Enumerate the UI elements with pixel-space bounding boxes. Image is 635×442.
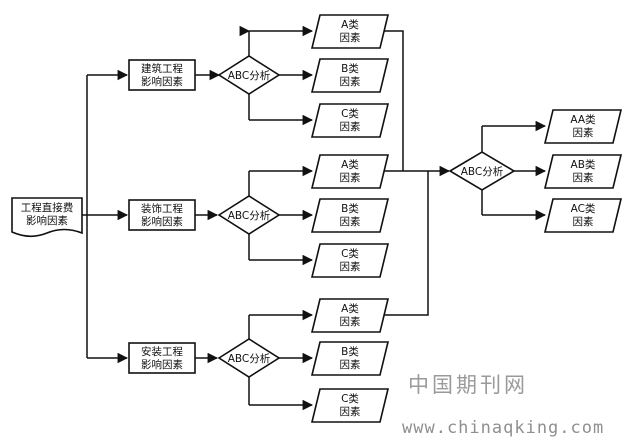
watermark: 中国期刊网 www.chinaqking.com	[402, 373, 604, 438]
category-node-installation: 安装工程 影响因素	[128, 342, 196, 374]
category-label-line1: 安装工程	[141, 345, 183, 358]
class-label-line2: 因素	[340, 405, 361, 418]
abc-decision-1: ABC分析	[217, 55, 281, 95]
result-label-line1: AA类	[570, 113, 596, 126]
watermark-url: www.chinaqking.com	[402, 418, 604, 438]
class-label-line1: A类	[341, 158, 359, 171]
class-label-line1: C类	[341, 247, 359, 260]
class-node-b: B类 因素	[310, 198, 390, 233]
class-label-line1: B类	[341, 345, 359, 358]
class-label-line2: 因素	[340, 31, 361, 44]
category-node-construction: 建筑工程 影响因素	[128, 59, 196, 91]
class-node-a: A类 因素	[310, 14, 390, 49]
class-label-line1: C类	[341, 107, 359, 120]
category-label-line1: 装饰工程	[141, 202, 183, 215]
abc-label: ABC分析	[228, 69, 271, 82]
result-label-line2: 因素	[573, 126, 594, 139]
root-label-line1: 工程直接费	[21, 201, 74, 214]
class-label-line1: A类	[341, 302, 359, 315]
class-label-line1: A类	[341, 18, 359, 31]
class-label-line1: B类	[341, 202, 359, 215]
result-label-line1: AB类	[571, 158, 596, 171]
class-label-line2: 因素	[340, 358, 361, 371]
abc-label: ABC分析	[228, 352, 271, 365]
class-node-c: C类 因素	[310, 103, 390, 138]
result-node-ac: AC类 因素	[543, 198, 623, 233]
class-label-line2: 因素	[340, 120, 361, 133]
class-label-line1: B类	[341, 62, 359, 75]
category-label-line2: 影响因素	[141, 75, 183, 88]
class-node-c: C类 因素	[310, 243, 390, 278]
root-node: 工程直接费 影响因素	[11, 197, 83, 238]
class-label-line2: 因素	[340, 260, 361, 273]
result-node-aa: AA类 因素	[543, 109, 623, 144]
connectors	[82, 25, 547, 411]
class-node-a: A类 因素	[310, 298, 390, 333]
category-label-line2: 影响因素	[141, 358, 183, 371]
class-label-line1: C类	[341, 392, 359, 405]
class-node-a: A类 因素	[310, 154, 390, 189]
class-label-line2: 因素	[340, 315, 361, 328]
abc-label: ABC分析	[461, 165, 504, 178]
result-label-line2: 因素	[573, 171, 594, 184]
result-node-ab: AB类 因素	[543, 154, 623, 189]
category-label-line2: 影响因素	[141, 215, 183, 228]
result-label-line1: AC类	[571, 202, 596, 215]
class-label-line2: 因素	[340, 215, 361, 228]
class-node-c: C类 因素	[310, 388, 390, 423]
class-node-b: B类 因素	[310, 58, 390, 93]
abc-decision-2: ABC分析	[217, 195, 281, 235]
class-node-b: B类 因素	[310, 341, 390, 376]
class-label-line2: 因素	[340, 75, 361, 88]
abc-label: ABC分析	[228, 209, 271, 222]
root-label-line2: 影响因素	[26, 214, 68, 227]
abc-decision-final: ABC分析	[448, 151, 516, 191]
category-node-decoration: 装饰工程 影响因素	[128, 199, 196, 231]
category-label-line1: 建筑工程	[141, 62, 183, 75]
watermark-chinese: 中国期刊网	[408, 373, 528, 397]
result-label-line2: 因素	[573, 215, 594, 228]
abc-decision-3: ABC分析	[217, 338, 281, 378]
class-label-line2: 因素	[340, 171, 361, 184]
